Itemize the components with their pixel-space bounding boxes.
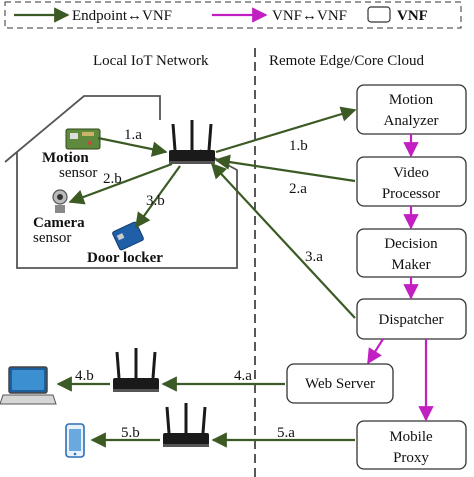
legend-vnf-box	[367, 6, 391, 23]
legend-vnf-vnf: VNF↔VNF	[272, 8, 347, 24]
edge-label-5b: 5.b	[121, 425, 140, 441]
edge-label-5a: 5.a	[277, 425, 295, 441]
svg-text:Motion: Motion	[389, 92, 434, 108]
vnf-mobile-proxy: Mobile Proxy	[356, 420, 467, 470]
motion-label: Motion	[42, 150, 89, 166]
edge-label-3a: 3.a	[305, 249, 323, 265]
laptop-router-icon	[111, 346, 161, 394]
edge-2a	[214, 154, 356, 183]
edge-label-1a: 1.a	[124, 127, 142, 143]
phone-router-icon	[161, 401, 211, 449]
home-router-icon	[167, 118, 217, 166]
edge-label-2b: 2.b	[103, 171, 122, 187]
section-remote: Remote Edge/Core Cloud	[269, 53, 424, 69]
vnf-motion-analyzer: Motion Analyzer	[356, 84, 467, 135]
legend-vnf: VNF	[397, 8, 428, 24]
svg-text:Processor: Processor	[382, 186, 440, 202]
svg-text:Decision: Decision	[384, 236, 438, 252]
svg-text:Dispatcher: Dispatcher	[379, 312, 444, 328]
edge-label-1b: 1.b	[289, 138, 308, 154]
vnf-vnf-edges	[367, 134, 434, 422]
vnf-decision-maker: Decision Maker	[356, 228, 467, 278]
svg-text:Mobile: Mobile	[389, 429, 433, 445]
svg-text:Video: Video	[393, 165, 429, 181]
door-label: Door locker	[87, 250, 163, 266]
edge-labels: 1.a 1.b 2.a 2.b 3.a 3.b 4.a 4.b 5.a 5.b	[75, 127, 323, 441]
camera-sub-label: sensor	[33, 230, 71, 246]
edge-label-2a: 2.a	[289, 181, 307, 197]
section-local: Local IoT Network	[93, 53, 209, 69]
endpoint-vnf-edges	[56, 106, 357, 448]
edge-3b	[135, 165, 181, 229]
svg-text:Analyzer: Analyzer	[384, 113, 439, 129]
laptop-icon	[0, 366, 57, 405]
edge-1a	[97, 136, 168, 157]
camera-sensor-icon	[52, 189, 68, 213]
vnf-web-server: Web Server	[286, 363, 394, 404]
legend: Endpoint↔VNF VNF↔VNF VNF	[4, 1, 462, 29]
vnf-dispatcher: Dispatcher	[356, 298, 467, 340]
arduino-board-icon	[112, 221, 144, 251]
svg-text:Web Server: Web Server	[305, 376, 375, 392]
svg-text:Proxy: Proxy	[393, 450, 429, 466]
motion-sensor-board-icon	[65, 128, 101, 150]
edge-label-3b: 3.b	[146, 193, 165, 209]
edge-label-4b: 4.b	[75, 368, 94, 384]
motion-sub-label: sensor	[59, 165, 97, 181]
camera-label: Camera	[33, 215, 85, 231]
smartphone-icon	[65, 423, 85, 458]
svg-text:Maker: Maker	[391, 257, 430, 273]
legend-endpoint-vnf: Endpoint↔VNF	[72, 8, 172, 24]
edge-2b	[68, 162, 173, 205]
edge-label-4a: 4.a	[234, 368, 252, 384]
edge-dispatcher-to-webserver	[367, 338, 384, 365]
vnf-video-processor: Video Processor	[356, 156, 467, 207]
edge-3a	[210, 162, 356, 319]
edge-1b	[215, 106, 357, 154]
